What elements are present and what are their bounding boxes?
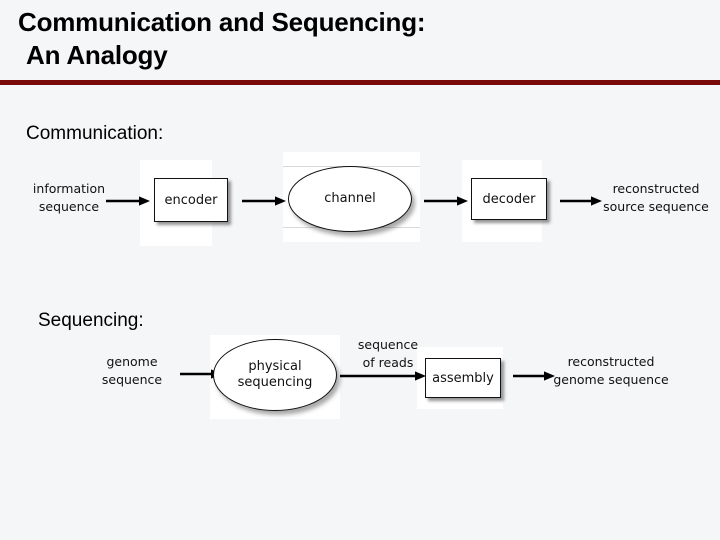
edge-label-sequence-of-reads-line-2: of reads [362,354,414,370]
label-genome-sequence-line-1: genome [106,354,158,369]
label-reconstructed-source-sequence: reconstructed source sequence [596,180,716,216]
section-heading-communication: Communication: [26,123,164,144]
label-genome-sequence-line-2: sequence [101,371,163,387]
arrow-decoder-to-sink [560,196,602,206]
page-title-line-2: An Analogy [26,40,168,71]
label-information-sequence-line-2: sequence [38,198,100,214]
sequencing-diagram: genome sequence physical sequencing sequ… [60,333,720,421]
node-channel-label: channel [324,191,376,207]
label-genome-sequence: genome sequence [84,353,180,389]
arrow-assembly-to-sink [513,371,555,381]
page-title-line-1: Communication and Sequencing: [18,7,426,37]
node-encoder: encoder [154,178,228,222]
arrow-physical-sequencing-to-assembly [340,371,426,381]
label-reconstructed-genome-sequence-line-1: reconstructed [567,354,655,369]
label-reconstructed-genome-sequence-line-2: genome sequence [553,371,669,387]
page-title: Communication and Sequencing: An Analogy [18,6,708,73]
node-assembly: assembly [425,358,501,398]
label-information-sequence: information sequence [14,180,124,216]
label-reconstructed-source-sequence-line-2: source sequence [603,198,709,214]
label-reconstructed-source-sequence-line-1: reconstructed [612,181,700,196]
node-physical-sequencing-line-1: physical [248,359,302,375]
node-channel: channel [288,166,412,232]
label-reconstructed-genome-sequence: reconstructed genome sequence [547,353,675,389]
communication-diagram: information sequence encoder channel dec… [0,152,720,248]
section-heading-sequencing: Sequencing: [38,310,144,331]
arrow-channel-to-decoder [424,196,468,206]
node-encoder-label: encoder [164,192,218,208]
label-information-sequence-line-1: information [32,181,106,196]
edge-label-sequence-of-reads-line-1: sequence [357,337,419,352]
node-physical-sequencing-line-2: sequencing [237,375,313,390]
arrow-source-to-encoder [106,196,150,206]
node-assembly-label: assembly [432,370,494,386]
node-physical-sequencing: physical sequencing [213,339,337,411]
node-decoder: decoder [471,178,547,220]
title-divider-rule [0,80,720,85]
arrow-encoder-to-channel [242,196,286,206]
node-decoder-label: decoder [482,191,536,207]
edge-label-sequence-of-reads: sequence of reads [346,336,430,372]
